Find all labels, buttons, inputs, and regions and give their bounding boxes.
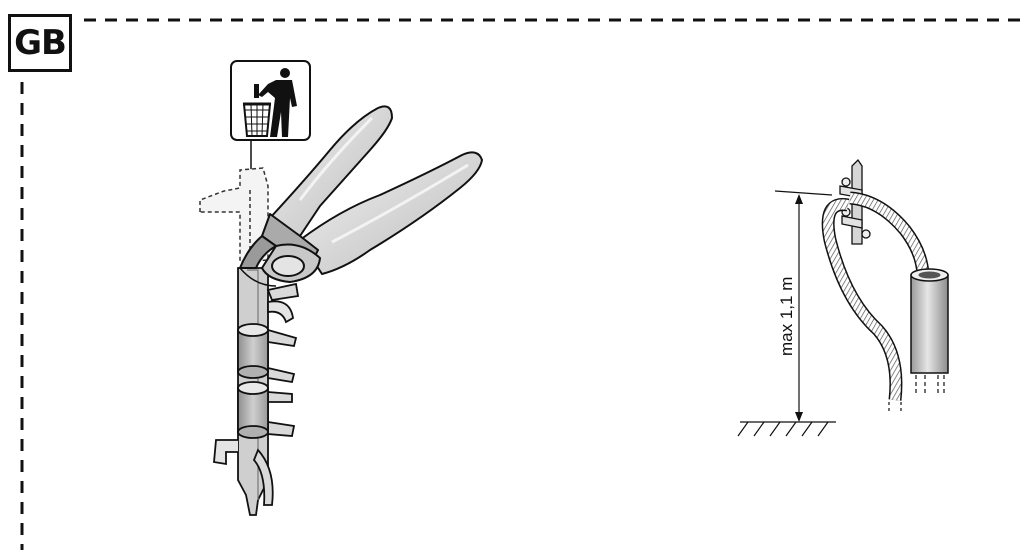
rigid-pipe xyxy=(910,268,949,395)
cut-off-segment xyxy=(199,167,269,263)
mounting-diagram: max 1,1 m xyxy=(737,158,949,437)
cable-clip-icon xyxy=(213,267,300,516)
dashed-border xyxy=(20,18,1021,550)
waste-bin-disposal-icon xyxy=(230,60,311,170)
dimension-label: max 1,1 m xyxy=(777,277,796,356)
pliers-icon xyxy=(239,105,483,287)
language-badge: GB xyxy=(8,14,72,72)
